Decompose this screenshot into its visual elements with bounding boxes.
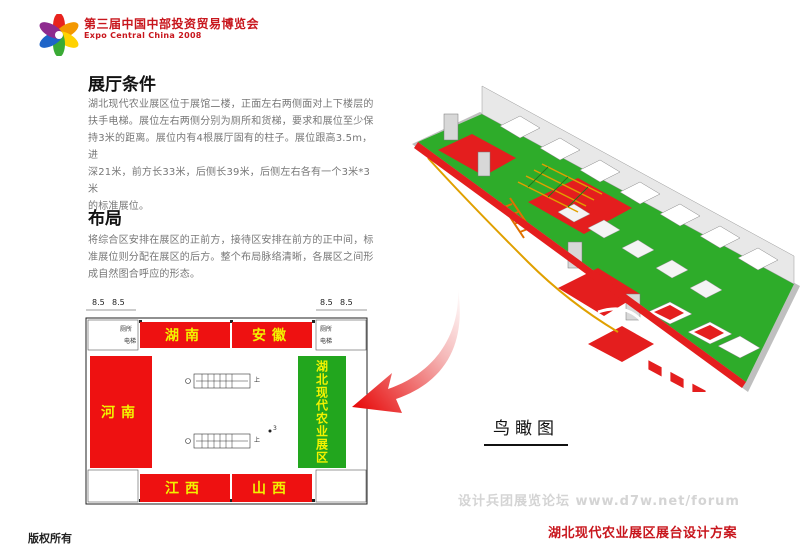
toilet-label: 厕所 [120, 326, 133, 333]
expo-name-cn: 第三届中国中部投资贸易博览会 [84, 17, 260, 31]
paragraph-line: 成自然图合呼应的形态。 [88, 269, 201, 280]
paragraph-line: 的标准展位。 [88, 201, 150, 212]
paragraph-line: 湖北现代农业展区位于展馆二楼，正面左右两侧面对上下楼层的 [88, 99, 374, 110]
dimension-label: 8.5 [112, 298, 125, 307]
paragraph-line: 持3米的距离。展位内有4根展厅固有的柱子。展位跟高3.5m，进 [88, 133, 373, 161]
aerial-view-caption: 鸟瞰图 [484, 414, 568, 446]
up-label: 上 [254, 377, 261, 384]
design-plan-title: 湖北现代农业展区展台设计方案 [548, 526, 738, 541]
watermark: 设计兵团展览论坛 www.d7w.net/forum [458, 494, 740, 509]
elevator-label: 电梯 [320, 338, 333, 345]
paragraph-line: 将综合区安排在展区的正前方，接待区安排在前方的正中间，标 [88, 235, 374, 246]
hall-conditions-text: 湖北现代农业展区位于展馆二楼，正面左右两侧面对上下楼层的 扶手电梯。展位左右两侧… [88, 96, 378, 215]
booth-hunan[interactable]: 湖南 [140, 322, 230, 348]
booth-anhui[interactable]: 安徽 [232, 322, 312, 348]
dimension-label: 8.5 [92, 298, 105, 307]
booth-shanxi[interactable]: 山西 [232, 474, 312, 502]
expo-name-en: Expo Central China 2008 [84, 31, 202, 40]
expo-logo [39, 14, 79, 56]
paragraph-line: 扶手电梯。展位左右两侧分别为厕所和货梯，要求和展位至少保 [88, 116, 374, 127]
booth-jiangxi[interactable]: 江西 [140, 474, 230, 502]
pointer-arrow [352, 289, 460, 413]
layout-text: 将综合区安排在展区的正前方，接待区安排在前方的正中间，标 准展位则分配在展区的后… [88, 232, 378, 283]
paragraph-line: 准展位则分配在展区的后方。整个布局脉络清晰，各展区之间形 [88, 252, 374, 263]
booth-henan[interactable]: 河南 [90, 356, 152, 468]
column-label: 3 [273, 425, 277, 432]
floor-plan: 8.5 8.5 8.5 8.5 [84, 298, 369, 506]
dimension-label: 8.5 [320, 298, 333, 307]
aerial-view-rendering [412, 85, 800, 392]
dimension-label: 8.5 [340, 298, 353, 307]
layout-heading: 布局 [88, 209, 122, 229]
copyright-notice: 版权所有 [28, 532, 72, 545]
up-label: 上 [254, 437, 261, 444]
paragraph-line: 深21米，前方长33米，后侧长39米，后侧左右各有一个3米*3米 [88, 167, 371, 195]
hall-conditions-heading: 展厅条件 [88, 75, 156, 95]
booth-hubei-agriculture[interactable]: 湖北现代农业展区 [298, 356, 346, 468]
toilet-label: 厕所 [320, 326, 333, 333]
escalator [193, 373, 251, 449]
elevator-label: 电梯 [124, 338, 137, 345]
